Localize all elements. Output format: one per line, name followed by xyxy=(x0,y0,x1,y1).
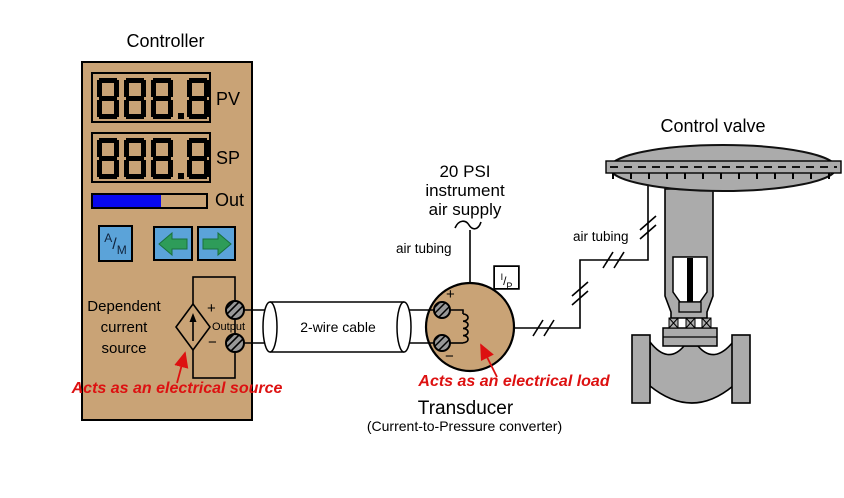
left-arrow-button[interactable] xyxy=(153,226,193,261)
control-valve-title: Control valve xyxy=(660,116,766,136)
pv-display xyxy=(91,72,211,123)
air-supply-label: 20 PSI instrument air supply xyxy=(425,162,505,219)
transducer-body xyxy=(424,281,516,373)
left-arrow-icon xyxy=(158,231,188,256)
controller-panel: A/M xyxy=(81,61,253,421)
current-source-label: Dependent current source xyxy=(87,298,161,357)
pipe-break-icon xyxy=(454,220,482,230)
right-arrow-icon xyxy=(202,231,232,256)
output-terminals-label: Output xyxy=(212,321,246,333)
transducer-title: Transducer xyxy=(417,398,514,419)
flange-bolts xyxy=(612,173,830,179)
yoke-window xyxy=(672,256,708,303)
packing-bolts xyxy=(668,317,712,329)
auto-manual-button[interactable]: A/M xyxy=(98,225,133,262)
transducer-minus-sign: − xyxy=(445,348,454,365)
valve-body xyxy=(649,339,734,404)
output-bar xyxy=(91,193,208,209)
right-arrow-button[interactable] xyxy=(197,226,236,261)
ip-tag-label: I/P xyxy=(494,266,519,291)
out-bar-fill xyxy=(93,195,161,207)
valve-right-flange xyxy=(731,334,751,404)
controller-minus-sign: − xyxy=(208,334,217,351)
stem-connector xyxy=(678,301,702,313)
valve-stem xyxy=(687,258,693,302)
sp-display-digits xyxy=(97,138,214,184)
air-tubing-line xyxy=(514,186,649,329)
bonnet-flange xyxy=(662,327,718,347)
controller-title: Controller xyxy=(126,31,205,51)
transducer-subtitle: (Current-to-Pressure converter) xyxy=(366,418,563,434)
air-tubing-left-label: air tubing xyxy=(396,241,452,256)
cable-label: 2-wire cable xyxy=(300,319,376,335)
diaphragm-flange xyxy=(605,160,842,174)
valve-yoke xyxy=(664,188,714,319)
pv-label: PV xyxy=(216,89,241,109)
load-annotation: Acts as an electrical load xyxy=(418,373,610,390)
control-valve-graphic xyxy=(605,144,842,404)
sp-display xyxy=(91,132,211,183)
air-tubing-right-label: air tubing xyxy=(573,229,629,244)
actuator-diaphragm xyxy=(609,144,837,192)
source-annotation: Acts as an electrical source xyxy=(71,380,283,397)
sp-label: SP xyxy=(216,148,241,168)
coil-icon xyxy=(450,309,469,344)
auto-manual-label: A/M xyxy=(104,230,127,257)
controller-plus-sign: + xyxy=(207,300,216,317)
valve-left-flange xyxy=(631,334,651,404)
pv-display-digits xyxy=(97,78,214,124)
out-label: Out xyxy=(215,190,245,210)
transducer-plus-sign: + xyxy=(446,286,455,303)
